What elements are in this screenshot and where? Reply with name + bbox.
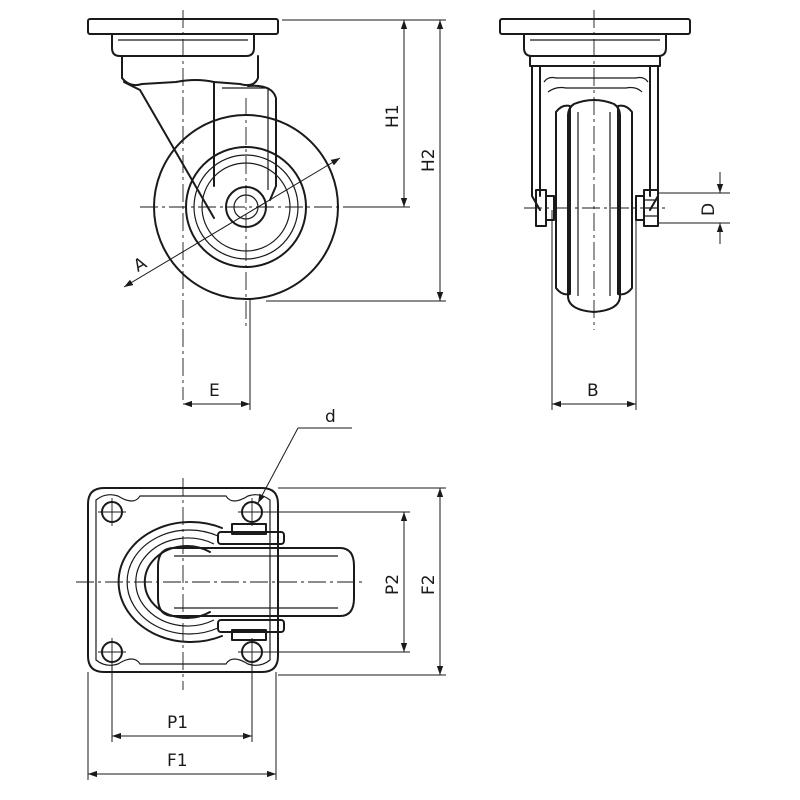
front-view bbox=[499, 10, 691, 330]
dimension-b: B bbox=[551, 210, 637, 410]
dimension-p2: P2 bbox=[266, 511, 410, 653]
dimension-f2: F2 bbox=[278, 487, 446, 676]
label-p2: P2 bbox=[383, 574, 403, 595]
label-f1: F1 bbox=[167, 751, 188, 771]
dimension-d: D bbox=[658, 172, 730, 244]
label-h2: H2 bbox=[419, 148, 439, 172]
dimension-h2: H2 bbox=[266, 20, 446, 302]
label-f2: F2 bbox=[419, 574, 439, 595]
label-d-hole: d bbox=[325, 407, 336, 427]
dimension-e: E bbox=[183, 300, 251, 410]
label-p1: P1 bbox=[167, 713, 188, 733]
label-d: D bbox=[699, 203, 719, 216]
dimension-a: A bbox=[123, 157, 341, 288]
side-view bbox=[87, 10, 360, 400]
label-h1: H1 bbox=[383, 104, 403, 128]
label-e: E bbox=[209, 381, 220, 401]
dimension-p1: P1 bbox=[111, 662, 253, 742]
dimension-d-hole: d bbox=[257, 407, 352, 504]
label-b: B bbox=[587, 381, 599, 401]
top-view bbox=[76, 478, 362, 690]
dimension-f1: F1 bbox=[87, 672, 277, 780]
dimension-h1: H1 bbox=[282, 19, 446, 208]
